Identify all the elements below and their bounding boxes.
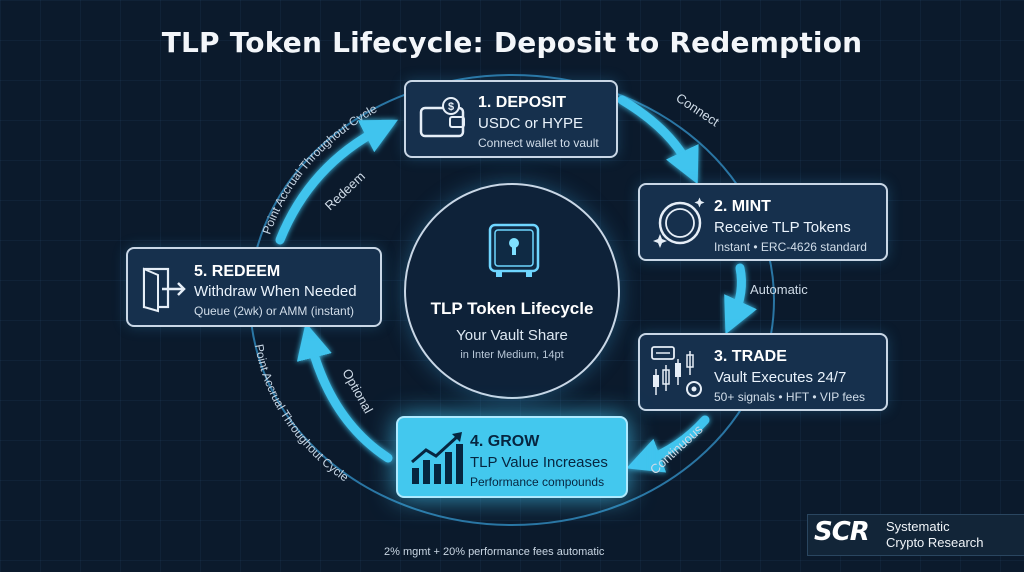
step-redeem-heading: 5. REDEEM bbox=[194, 263, 281, 280]
arrow-deposit-to-mint bbox=[617, 95, 699, 185]
step-trade-note: 50+ signals • HFT • VIP fees bbox=[714, 390, 866, 404]
center-summary: TLP Token Lifecycle Your Vault Share in … bbox=[404, 183, 620, 399]
step-grow-note: Performance compounds bbox=[470, 475, 605, 489]
trading-chart-icon bbox=[651, 346, 702, 397]
label-continuous: Continuous bbox=[647, 421, 706, 477]
step-mint-heading: 2. MINT bbox=[714, 198, 771, 215]
label-automatic: Automatic bbox=[750, 282, 808, 297]
ring-label-top: Point Accrual Throughout Cycle bbox=[260, 101, 380, 236]
brand-mark: SCR bbox=[814, 517, 870, 547]
vault-icon bbox=[488, 223, 540, 277]
center-title: TLP Token Lifecycle bbox=[430, 299, 594, 318]
step-redeem-note: Queue (2wk) or AMM (instant) bbox=[194, 304, 355, 318]
step-mint-title: Receive TLP Tokens bbox=[714, 219, 851, 236]
growth-chart-icon bbox=[411, 432, 463, 484]
step-deposit-heading: 1. DEPOSIT bbox=[478, 94, 567, 111]
page-title: TLP Token Lifecycle: Deposit to Redempti… bbox=[161, 26, 863, 59]
arrow-redeem-to-deposit bbox=[275, 119, 399, 245]
label-redeem: Redeem bbox=[322, 169, 368, 214]
center-subtitle: Your Vault Share bbox=[456, 327, 568, 344]
step-trade-title: Vault Executes 24/7 bbox=[714, 369, 847, 386]
step-mint[interactable]: 2. MINT Receive TLP Tokens Instant • ERC… bbox=[638, 183, 888, 261]
exit-door-icon bbox=[142, 267, 186, 313]
step-redeem-title: Withdraw When Needed bbox=[194, 283, 357, 300]
label-optional: Optional bbox=[339, 366, 376, 416]
brand-name-line2: Crypto Research bbox=[886, 535, 984, 550]
arrow-mint-to-trade bbox=[724, 263, 757, 335]
step-deposit-note: Connect wallet to vault bbox=[478, 136, 599, 150]
step-trade-heading: 3. TRADE bbox=[714, 348, 787, 365]
label-connect: Connect bbox=[673, 90, 722, 130]
wallet-icon: $ bbox=[419, 97, 465, 138]
step-redeem[interactable]: 5. REDEEM Withdraw When Needed Queue (2w… bbox=[126, 247, 382, 327]
coin-icon bbox=[653, 197, 705, 248]
svg-text:$: $ bbox=[448, 101, 454, 113]
brand-name-line1: Systematic bbox=[886, 519, 950, 534]
step-trade[interactable]: 3. TRADE Vault Executes 24/7 50+ signals… bbox=[638, 333, 888, 411]
arrow-trade-to-grow bbox=[626, 415, 710, 473]
brand-logo: SCR Systematic Crypto Research bbox=[807, 514, 1024, 556]
step-grow-title: TLP Value Increases bbox=[470, 454, 608, 471]
step-deposit-title: USDC or HYPE bbox=[478, 115, 584, 132]
step-grow-heading: 4. GROW bbox=[470, 433, 540, 450]
step-deposit[interactable]: $ 1. DEPOSIT USDC or HYPE Connect wallet… bbox=[404, 80, 618, 158]
ring-label-bottom: Point Accrual Throughout Cycle bbox=[252, 343, 351, 485]
step-mint-note: Instant • ERC-4626 standard bbox=[714, 240, 867, 254]
fees-footnote: 2% mgmt + 20% performance fees automatic bbox=[384, 546, 605, 558]
step-grow[interactable]: 4. GROW TLP Value Increases Performance … bbox=[396, 416, 628, 498]
center-note: in Inter Medium, 14pt bbox=[460, 349, 564, 361]
arrow-grow-to-redeem bbox=[296, 322, 393, 463]
